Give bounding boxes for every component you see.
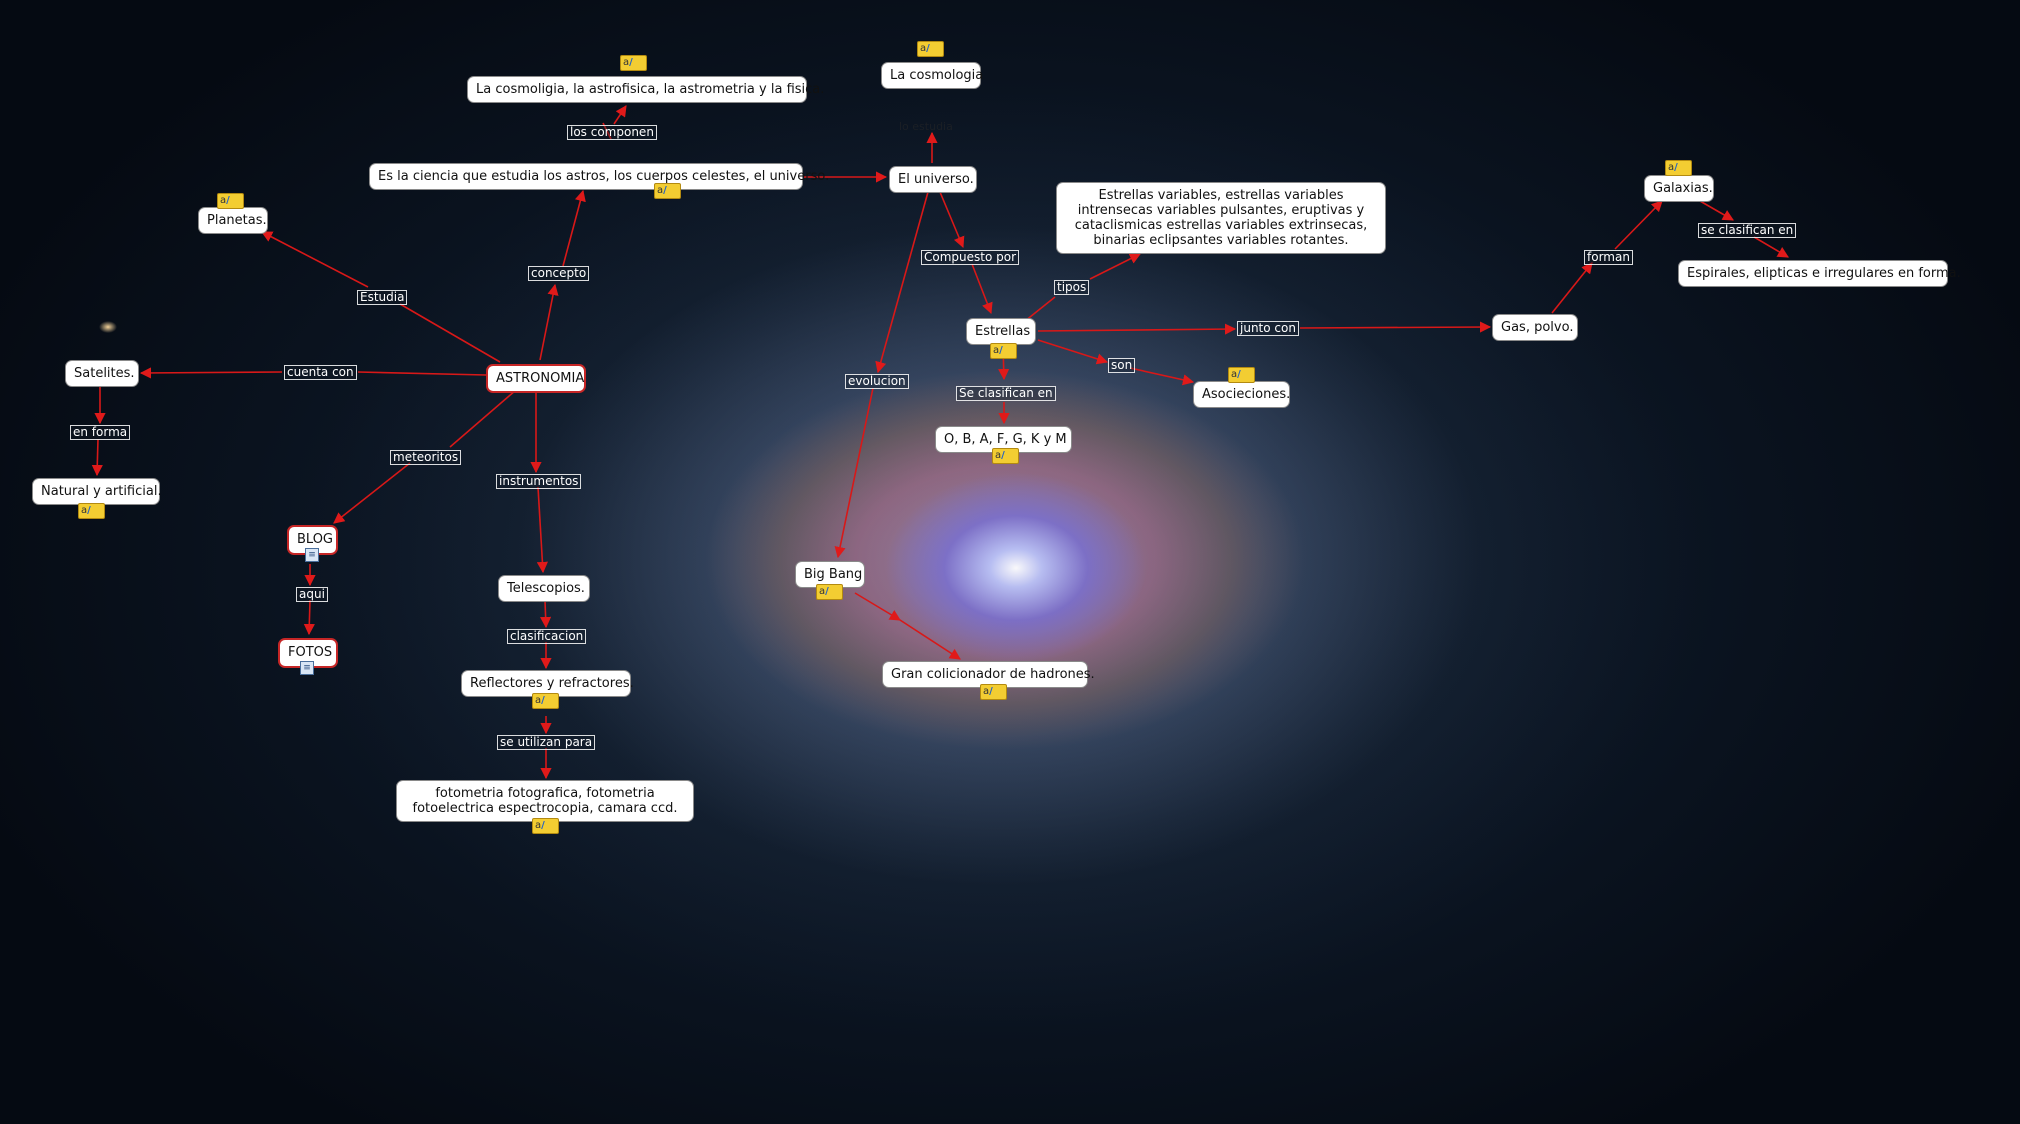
node-planetas[interactable]: Planetas. [198, 207, 268, 234]
node-clases[interactable]: O, B, A, F, G, K y M [935, 426, 1072, 453]
line-gas-forman [1551, 262, 1593, 314]
note-icon[interactable]: a/ [78, 503, 105, 519]
node-tipos-estrellas[interactable]: Estrellas variables, estrellas variables… [1056, 182, 1386, 254]
line-bigbang-colicionador [854, 592, 901, 621]
label-meteoritos: meteoritos [390, 450, 462, 465]
node-ciencia[interactable]: Es la ciencia que estudia los astros, lo… [369, 163, 829, 190]
node-big-bang[interactable]: Big Bang [795, 561, 865, 588]
node-estrellas[interactable]: Estrellas [966, 318, 1036, 345]
line-estrellas-tipos [1024, 296, 1056, 322]
node-cosmologia-list[interactable]: La cosmoligia, la astrofisica, la astrom… [467, 76, 824, 103]
node-fotometria[interactable]: fotometria fotografica, fotometria fotoe… [396, 780, 694, 822]
node-satelites[interactable]: Satelites. [65, 360, 139, 387]
line-son-asociaciones [1129, 367, 1195, 386]
label-en-forma: en forma [70, 425, 131, 440]
line-astro-cuenta [357, 371, 487, 376]
label-faint: lo estudia [899, 120, 953, 133]
note-icon[interactable]: a/ [620, 55, 647, 71]
label-clasificacion: clasificacion [507, 629, 587, 644]
line-galaxias-seclasifican [1699, 200, 1734, 221]
line-universo-evolucion [875, 191, 929, 374]
label-instrumentos: instrumentos [496, 474, 582, 489]
line-astro-meteoritos [449, 389, 517, 448]
label-son: son [1108, 358, 1136, 373]
note-icon[interactable]: a/ [1665, 160, 1692, 176]
line-bigbang-colicionador-2 [899, 619, 961, 660]
line-estudia-planetas [261, 231, 369, 288]
line-estrellas-juntocon [1037, 323, 1237, 335]
node-espirales[interactable]: Espirales, elipticas e irregulares en fo… [1678, 260, 1961, 287]
note-icon[interactable]: a/ [654, 183, 681, 199]
line-universo-compuesto [939, 191, 965, 249]
label-se-utilizan-para: se utilizan para [497, 735, 596, 750]
line-astro-concepto [539, 283, 559, 361]
label-forman: forman [1584, 250, 1633, 265]
label-evolucion: evolucion [845, 374, 909, 389]
note-icon[interactable]: a/ [532, 693, 559, 709]
note-icon[interactable]: a/ [1228, 367, 1255, 383]
label-se-clasifican-en-2: se clasifican en [1698, 223, 1797, 238]
line-instrumentos-telescopios [536, 486, 548, 574]
label-junto-con: junto con [1237, 321, 1299, 336]
node-galaxias[interactable]: Galaxias. [1644, 175, 1714, 202]
note-icon[interactable]: a/ [816, 584, 843, 600]
node-astronomia[interactable]: ASTRONOMIA [486, 364, 586, 393]
note-icon[interactable]: a/ [217, 193, 244, 209]
line-cuenta-satelites [139, 367, 283, 379]
note-icon[interactable]: a/ [990, 343, 1017, 359]
line-enforma-natural [91, 438, 103, 477]
node-universo[interactable]: El universo. [889, 166, 977, 193]
line-astro-estudia [399, 303, 501, 363]
note-icon[interactable]: a/ [992, 448, 1019, 464]
line-telescopios-clasificacion [540, 600, 552, 629]
line-aqui-fotos [303, 599, 315, 636]
node-asociaciones[interactable]: Asocieciones. [1193, 381, 1290, 408]
document-icon[interactable]: ≡ [305, 548, 319, 562]
line-concepto-ciencia [562, 189, 586, 267]
label-se-clasifican-en: Se clasifican en [956, 386, 1056, 401]
label-compuesto-por: Compuesto por [921, 250, 1020, 265]
label-concepto: concepto [528, 266, 590, 281]
line-loscomponen-cosmologialist [613, 105, 627, 125]
line-tipos-lista [1089, 253, 1142, 280]
document-icon[interactable]: ≡ [300, 661, 314, 675]
label-cuenta-con: cuenta con [284, 365, 357, 380]
note-icon[interactable]: a/ [532, 818, 559, 834]
node-natural-artificial[interactable]: Natural y artificial. [32, 478, 162, 505]
note-icon[interactable]: a/ [917, 41, 944, 57]
label-los-componen: los componen [567, 125, 657, 140]
line-estrellas-son [1037, 339, 1109, 365]
node-gas-polvo[interactable]: Gas, polvo. [1492, 314, 1578, 341]
line-evolucion-bigbang [834, 387, 874, 559]
label-tipos: tipos [1054, 280, 1090, 295]
line-compuesto-estrellas [971, 263, 993, 315]
node-telescopios[interactable]: Telescopios. [498, 575, 590, 602]
line-meteoritos-blog [333, 462, 411, 524]
line-forman-galaxias [1614, 200, 1663, 250]
label-estudia: Estudia [357, 290, 408, 305]
line-juntocon-gas [1299, 321, 1492, 333]
note-icon[interactable]: a/ [980, 684, 1007, 700]
node-cosmologia[interactable]: La cosmologia [881, 62, 983, 89]
label-aqui: aqui [296, 587, 328, 602]
node-reflectores[interactable]: Reflectores y refractores. [461, 670, 634, 697]
line-seclasifican-espirales [1753, 236, 1789, 258]
